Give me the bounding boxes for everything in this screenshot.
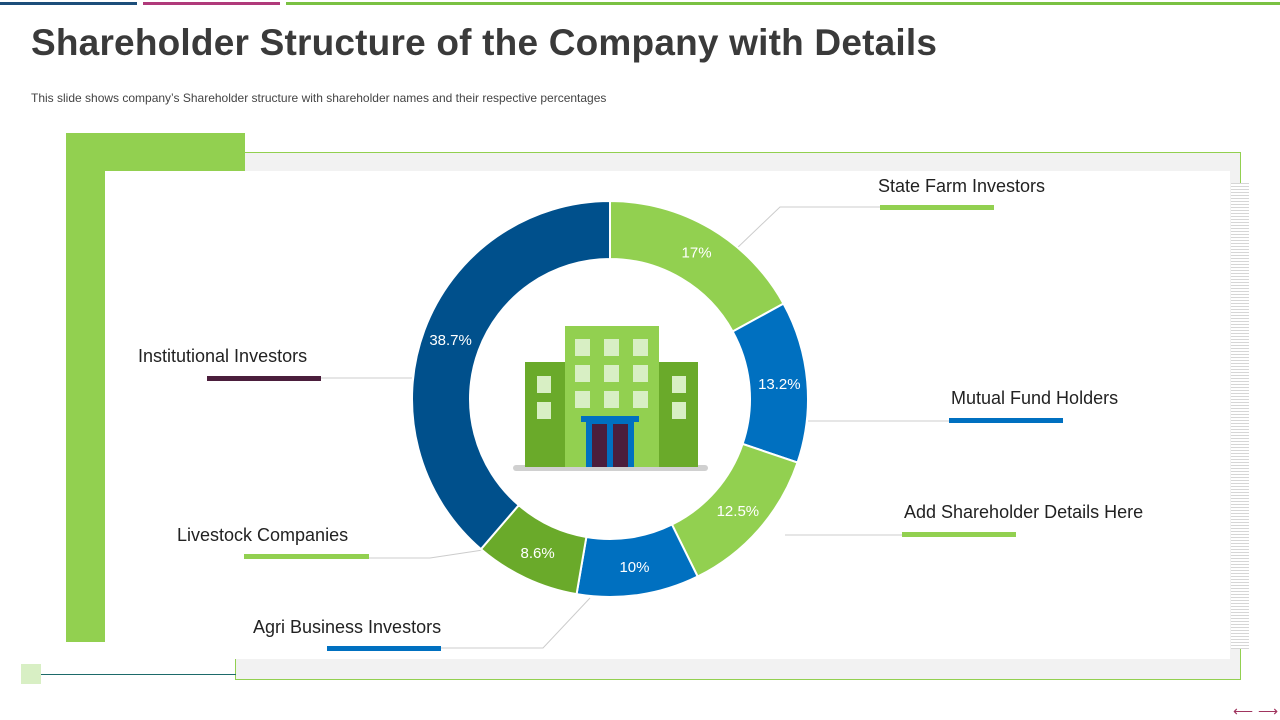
- leader-line: [369, 549, 484, 559]
- label-underline: [902, 532, 1016, 537]
- page-subtitle: This slide shows company’s Shareholder s…: [31, 91, 607, 105]
- label-underline: [880, 205, 994, 210]
- donut-slice: [411, 199, 611, 551]
- slice-value-label: 17%: [682, 245, 712, 262]
- office-building-icon: [513, 326, 708, 471]
- top-accent-bar-1: [0, 2, 137, 5]
- donut-slice: [609, 199, 785, 333]
- arrow-left-icon[interactable]: ⟵: [1233, 703, 1254, 719]
- label-underlines: [207, 205, 1063, 651]
- label-underline: [244, 554, 369, 559]
- shareholder-label: Agri Business Investors: [253, 617, 442, 637]
- leader-lines: [321, 206, 949, 649]
- slice-value-labels: 17% 13.2% 12.5% 10% 8.6% 38.7%: [429, 245, 800, 577]
- page-title: Shareholder Structure of the Company wit…: [31, 22, 938, 63]
- slice-value-label: 13.2%: [758, 376, 801, 393]
- striped-edge: [1231, 183, 1249, 649]
- leader-line: [441, 597, 591, 649]
- label-underline: [949, 418, 1063, 423]
- label-underline: [207, 376, 321, 381]
- top-accent-bar-2: [143, 2, 280, 5]
- green-frame-side: [66, 133, 105, 642]
- corner-square: [21, 664, 41, 684]
- shareholder-label: Add Shareholder Details Here: [904, 502, 1144, 522]
- shareholder-label: Livestock Companies: [177, 525, 349, 545]
- donut-slices: [411, 199, 809, 598]
- label-underline: [327, 646, 441, 651]
- slice-value-label: 12.5%: [717, 503, 760, 520]
- leader-line: [734, 206, 880, 251]
- arrow-right-icon[interactable]: ⟶: [1258, 703, 1279, 719]
- slice-value-label: 38.7%: [429, 332, 472, 349]
- shareholder-label: Institutional Investors: [138, 346, 308, 366]
- slice-value-label: 8.6%: [521, 545, 555, 562]
- slice-value-label: 10%: [619, 559, 649, 576]
- bottom-rule: [41, 674, 236, 675]
- top-accent-bar-3: [286, 2, 1280, 5]
- shareholder-label: State Farm Investors: [878, 176, 1046, 196]
- shareholder-label: Mutual Fund Holders: [951, 388, 1119, 408]
